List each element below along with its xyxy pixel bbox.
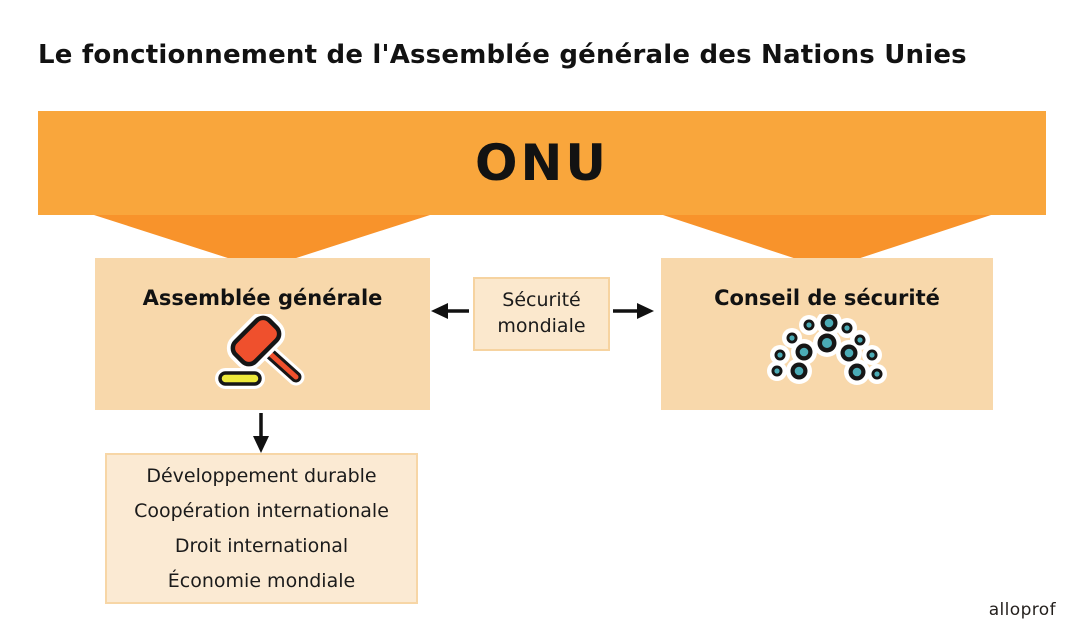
onu-banner-label: ONU: [475, 134, 609, 192]
arrow-left-icon: [431, 303, 469, 319]
council-box: Conseil de sécurité: [661, 258, 993, 410]
assembly-box: Assemblée générale: [95, 258, 430, 410]
assembly-label: Assemblée générale: [142, 286, 383, 310]
arrow-right-icon: [613, 303, 654, 319]
onu-banner: ONU: [38, 111, 1046, 215]
page-title: Le fonctionnement de l'Assemblée général…: [38, 40, 967, 70]
council-seats-icon: [767, 314, 887, 385]
topic-item: Droit international: [174, 534, 349, 557]
topic-item: Coopération internationale: [134, 499, 389, 522]
gavel-icon: [214, 314, 304, 389]
council-label: Conseil de sécurité: [714, 286, 940, 310]
topic-item: Développement durable: [146, 464, 377, 487]
global-security-box: Sécurité mondiale: [473, 277, 610, 351]
alloprof-logo: alloprof: [988, 600, 1056, 620]
assembly-topics-box: Développement durable Coopération intern…: [105, 453, 418, 604]
arrow-down-icon: [253, 413, 269, 453]
global-security-label: Sécurité mondiale: [497, 289, 586, 337]
topic-item: Économie mondiale: [167, 569, 356, 592]
